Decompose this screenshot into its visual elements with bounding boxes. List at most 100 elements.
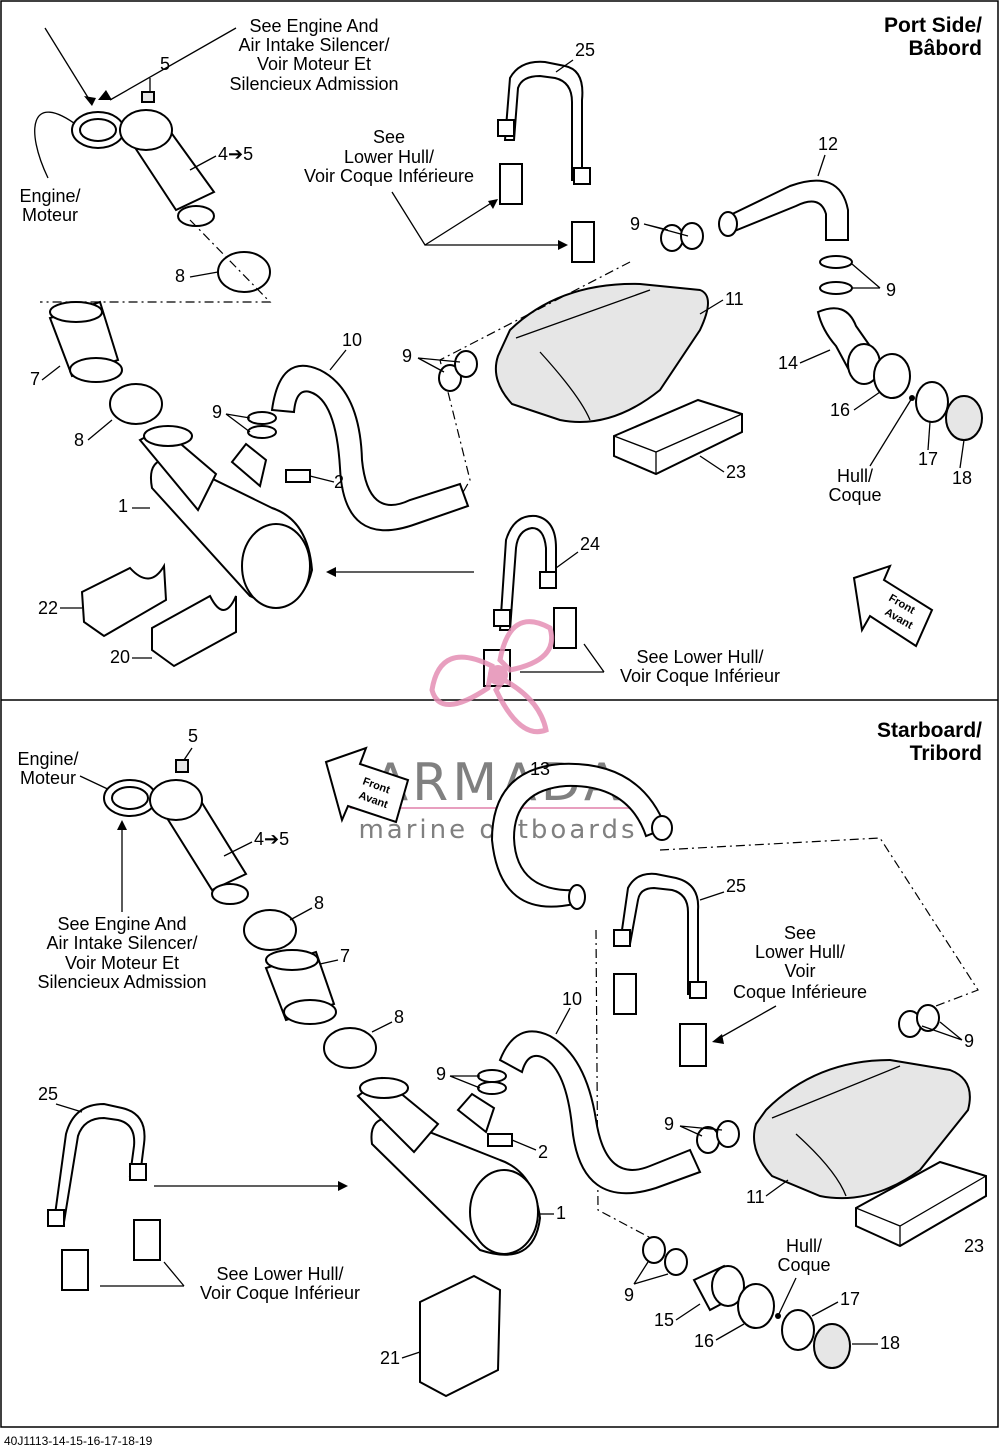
port-lower-hull-callout-top: See Lower Hull/ Voir Coque Inférieure (304, 127, 474, 186)
temperature-sensor-2 (487, 1133, 537, 1151)
hose-clamp-9 (477, 1069, 507, 1083)
svg-text:Silencieux Admission: Silencieux Admission (229, 74, 398, 94)
svg-text:Hull/: Hull/ (786, 1236, 822, 1256)
svg-text:Moteur: Moteur (20, 768, 76, 788)
arrowhead (98, 90, 112, 100)
leader-line (391, 191, 497, 246)
svg-text:Coque: Coque (828, 485, 881, 505)
part-label: 8 (314, 893, 324, 913)
waterbox-muffler-1 (356, 1076, 542, 1256)
hose-clamp-9 (819, 255, 853, 269)
port-hull-callout: Hull/ Coque (828, 466, 881, 505)
svg-text:See: See (373, 127, 405, 147)
leader-line (555, 59, 574, 73)
svg-text:Voir: Voir (784, 961, 815, 981)
arrowhead (558, 240, 568, 250)
svg-text:Air Intake Silencer/: Air Intake Silencer/ (238, 35, 389, 55)
part-label: 1 (556, 1203, 566, 1223)
leader-line (223, 841, 253, 857)
leader-line (183, 747, 193, 761)
part-label: 21 (380, 1348, 400, 1368)
bracket (571, 221, 595, 263)
part-label: 16 (830, 400, 850, 420)
svg-text:See Lower Hull/: See Lower Hull/ (636, 647, 763, 667)
bracket (61, 1249, 89, 1291)
leader-line (765, 1179, 789, 1197)
leader-line (679, 1125, 723, 1137)
part-label: 24 (580, 534, 600, 554)
outlet-nut-18 (945, 395, 983, 441)
part-label: 9 (402, 346, 412, 366)
svg-text:See Engine And: See Engine And (249, 16, 378, 36)
svg-text:Silencieux Admission: Silencieux Admission (37, 972, 206, 992)
foam-block-22 (80, 562, 168, 638)
svg-text:See Lower Hull/: See Lower Hull/ (216, 1264, 343, 1284)
tailpipe-12 (718, 179, 849, 241)
part-label: 25 (726, 876, 746, 896)
foam-block-23 (613, 398, 743, 476)
exhaust-pipe-4 (149, 779, 249, 905)
leader-line (100, 1261, 185, 1287)
part-label: 4➔5 (218, 144, 253, 164)
hose-13 (490, 762, 673, 910)
leader-line (959, 439, 965, 469)
rubber-coupler-7 (48, 300, 123, 383)
leader-line (927, 421, 931, 451)
leader-line (189, 271, 219, 278)
alignment-line (659, 837, 979, 1013)
gasket-16 (737, 1283, 775, 1329)
part-label: 15 (654, 1310, 674, 1330)
leader-line (633, 1261, 669, 1285)
leader-line (715, 1323, 745, 1341)
alignment-line (595, 929, 663, 1245)
hose-clamp-9 (477, 1081, 507, 1095)
alignment-line (439, 261, 631, 495)
hose-clamp-9 (247, 411, 277, 425)
starboard-front-arrow: Front Avant (324, 746, 410, 824)
svg-text:Coque: Coque (777, 1255, 830, 1275)
starboard-title-line1: Starboard/ (877, 719, 982, 742)
hose-clamp-9 (916, 1004, 940, 1032)
retaining-strap-24 (493, 514, 557, 631)
leader-line (817, 154, 826, 177)
part-label: 11 (746, 1187, 765, 1207)
leader-line (811, 1301, 839, 1317)
leader-line (189, 155, 217, 171)
arrowhead (712, 1034, 724, 1044)
arrowhead (488, 199, 498, 209)
hose-10 (270, 364, 470, 532)
hose-clamp-9 (247, 425, 277, 439)
gasket-17 (781, 1309, 815, 1351)
hose-clamp-9 (438, 364, 462, 392)
hose-clamp-8 (323, 1027, 377, 1069)
port-engine-callout: Engine/ Moteur (19, 186, 80, 225)
muffler-11 (753, 1058, 971, 1200)
gasket-16 (873, 353, 911, 399)
hull-point (909, 395, 915, 401)
leader-line (55, 1103, 83, 1113)
leader-line (675, 1303, 701, 1321)
part-label: 8 (175, 266, 185, 286)
part-label: 9 (664, 1114, 674, 1134)
bracket (679, 1023, 707, 1067)
leader-line (225, 413, 251, 433)
retaining-strap-25 (497, 60, 591, 185)
part-label: 13 (530, 759, 550, 779)
part-label: 9 (886, 280, 896, 300)
bracket (613, 973, 637, 1015)
hose-clamp-9 (696, 1126, 720, 1154)
retaining-strap-25 (613, 872, 707, 999)
part-label: 7 (340, 946, 350, 966)
svg-text:Voir Coque Inférieur: Voir Coque Inférieur (620, 666, 780, 686)
part-label: 8 (394, 1007, 404, 1027)
port-title-line1: Port Side/ (884, 14, 982, 37)
diagram-code: 40J1113-14-15-16-17-18-19 (4, 1434, 153, 1448)
leader-line (329, 349, 347, 371)
outlet-nut-18 (813, 1323, 851, 1369)
bracket (499, 163, 523, 205)
part-label: 18 (952, 468, 972, 488)
leader-line (853, 391, 881, 411)
part-label: 9 (212, 402, 222, 422)
port-side-section: Port Side/ Bâbord See Engine And Air Int… (19, 14, 983, 687)
outlet-fitting-15 (692, 1264, 745, 1312)
